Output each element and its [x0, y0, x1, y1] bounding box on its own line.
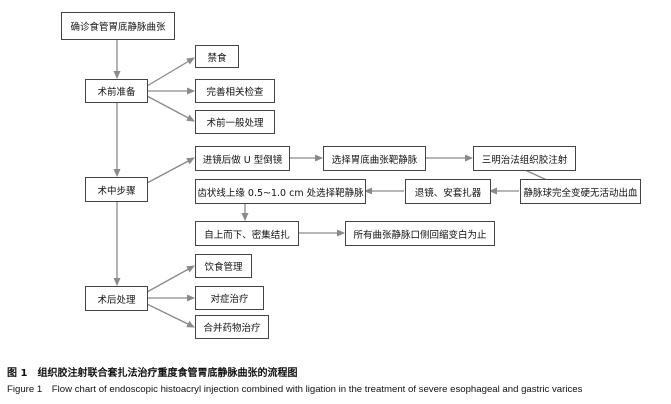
node-select-dentate: 齿状线上缘 0.5~1.0 cm 处选择靶静脉: [195, 179, 366, 204]
node-ligate: 自上而下、密集结扎: [195, 221, 299, 246]
node-symptom: 对症治疗: [195, 286, 264, 310]
figure-caption-chinese: 图 1 组织胶注射联合套扎法治疗重度食管胃底静脉曲张的流程图: [7, 368, 298, 379]
node-steps: 术中步骤: [85, 177, 148, 202]
arrow-post-to-drug: [146, 303, 195, 328]
node-hardened: 静脉球完全变硬无活动出血: [520, 179, 641, 204]
figure-caption-english: Figure 1 Flow chart of endoscopic histoa…: [7, 384, 583, 395]
arrow-steps-to-endoscope: [146, 157, 195, 184]
node-select-fundus: 选择胃底曲张靶静脉: [323, 146, 426, 171]
arrow-prep-to-general: [146, 95, 195, 122]
node-start: 确诊食管胃底静脉曲张: [61, 12, 175, 40]
node-diet: 饮食管理: [195, 254, 252, 278]
node-exam: 完善相关检查: [195, 79, 275, 103]
node-endoscope: 进镜后做 U 型倒镜: [195, 146, 290, 171]
node-drug: 合并药物治疗: [195, 315, 269, 339]
node-withdraw: 退镜、安套扎器: [405, 179, 491, 204]
node-post: 术后处理: [85, 286, 148, 311]
node-sandwich: 三明治法组织胶注射: [473, 146, 576, 171]
node-preparation: 术前准备: [85, 79, 148, 103]
node-endpoint: 所有曲张静脉口侧回缩变白为止: [345, 221, 495, 246]
node-fasting: 禁食: [195, 45, 239, 68]
arrow-post-to-diet: [146, 265, 195, 293]
arrow-prep-to-fast: [146, 57, 195, 87]
node-general: 术前一般处理: [195, 110, 275, 134]
